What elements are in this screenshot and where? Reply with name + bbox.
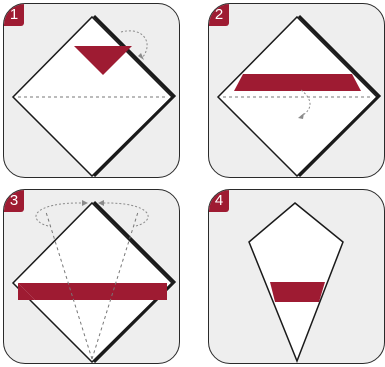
step-2-badge: 2 [209,4,229,26]
step-1-illustration [4,4,180,178]
step-3-panel: 3 [3,189,180,364]
step-1-panel: 1 [3,3,180,178]
left-fold-arrowhead-icon [82,200,88,206]
step-3-badge: 3 [4,190,24,212]
step-4-panel: 4 [208,189,385,364]
folded-band [18,283,167,300]
step-4-illustration [209,190,385,364]
paper-square [13,203,172,362]
step-2-panel: 2 [208,3,385,178]
folded-band [234,74,361,91]
folded-band [270,282,325,302]
step-4-badge: 4 [209,190,229,212]
step-2-illustration [209,4,385,178]
step-1-badge: 1 [4,4,24,26]
step-3-illustration [4,190,180,364]
